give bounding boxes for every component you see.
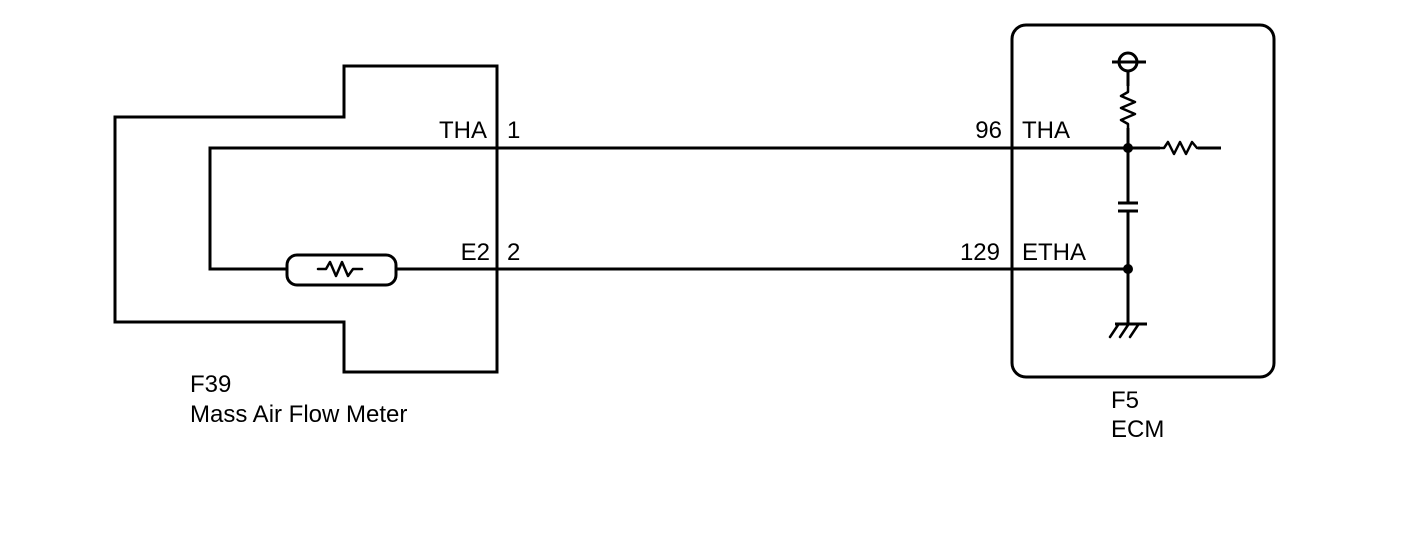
sensor-pin-2-number: 2	[507, 239, 520, 266]
ecm-code: F5	[1111, 387, 1139, 414]
sensor-internal-wire	[208, 146, 497, 271]
ecm-pin-129-number: 129	[960, 239, 1000, 266]
ground-icon	[1108, 323, 1140, 339]
ecm-name: ECM	[1111, 416, 1164, 443]
junction-dot-etha	[1123, 264, 1133, 274]
ecm-pin-96-name: THA	[1022, 117, 1070, 144]
intake-air-temp-thermistor	[285, 253, 398, 287]
sensor-name: Mass Air Flow Meter	[190, 401, 407, 428]
ecm-outline	[1010, 23, 1276, 379]
pull-up-resistor-icon	[1119, 84, 1137, 132]
junction-dot-tha	[1123, 143, 1133, 153]
thermistor-resistor-icon	[316, 260, 364, 278]
mass-air-flow-meter-outline	[113, 64, 499, 374]
sensor-pin-2-name: E2	[461, 239, 490, 266]
sensor-pin-1-number: 1	[507, 117, 520, 144]
sensor-pin-1-name: THA	[439, 117, 487, 144]
ecm-pin-129-name: ETHA	[1022, 239, 1086, 266]
sensor-code: F39	[190, 371, 231, 398]
ecm-pin-96-number: 96	[975, 117, 1002, 144]
input-resistor-icon	[1158, 140, 1202, 156]
